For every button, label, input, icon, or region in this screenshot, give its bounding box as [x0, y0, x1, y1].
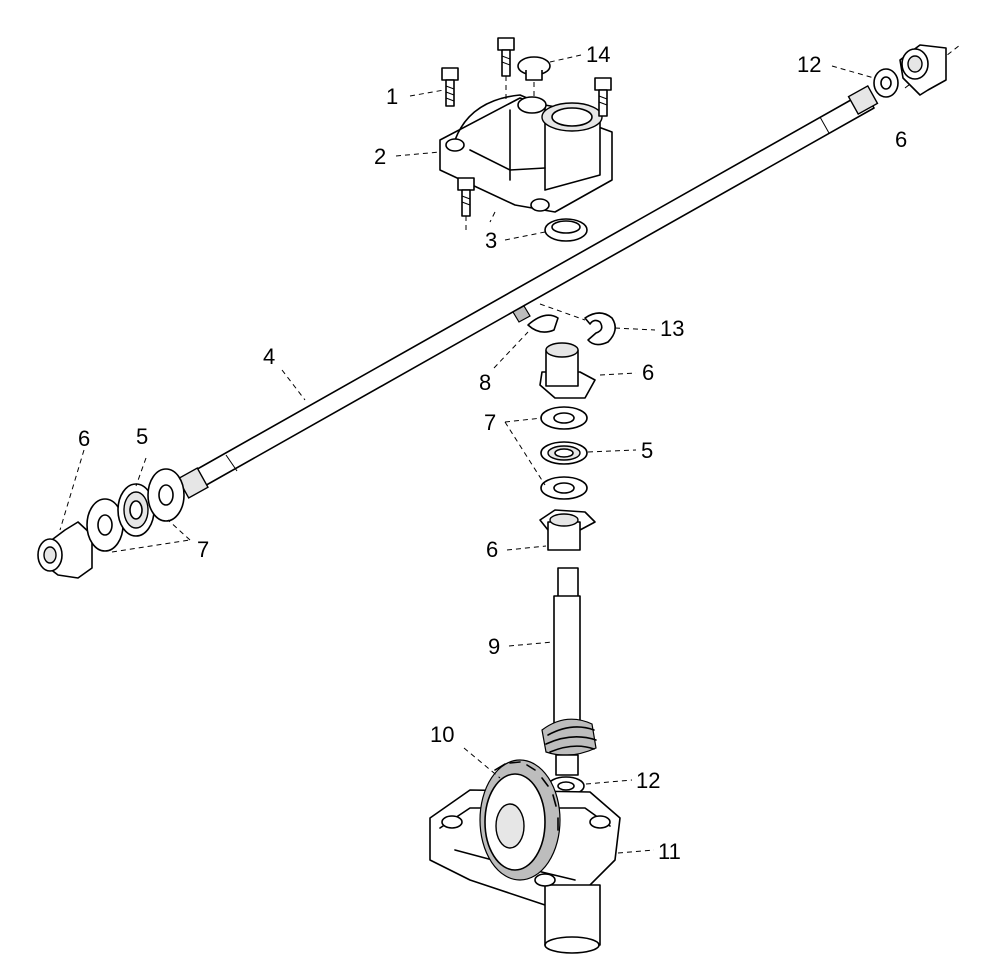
callout-6-left: 6	[78, 426, 90, 451]
washer-12-top	[873, 68, 899, 98]
callout-labels: 1 2 3 4 5 5 6 6 6 6 7 7 8 9 10 11 12 12 …	[78, 42, 907, 864]
callout-10: 10	[430, 722, 454, 747]
washer-7-left-inner	[86, 498, 124, 552]
callout-11: 11	[658, 839, 681, 864]
callout-2: 2	[374, 144, 386, 169]
callout-12-top: 12	[797, 52, 821, 77]
callout-3: 3	[485, 228, 497, 253]
bolt-1	[441, 67, 459, 107]
bolt-1d	[457, 177, 496, 232]
callout-9: 9	[488, 634, 500, 659]
gear-10	[479, 759, 561, 881]
shaft-4	[177, 44, 961, 499]
callout-6-center-lower: 6	[486, 537, 498, 562]
callout-12-bottom: 12	[636, 768, 660, 793]
bolt-1b	[497, 37, 515, 100]
bushing-6-center-upper	[539, 342, 596, 399]
bolt-1c	[594, 77, 612, 117]
callout-1: 1	[386, 84, 398, 109]
callout-13: 13	[660, 316, 684, 341]
callout-8: 8	[479, 370, 491, 395]
clip-13	[539, 303, 616, 346]
callout-5-center: 5	[641, 438, 653, 463]
washer-7-center-bottom	[540, 476, 588, 500]
bushing-6-left	[37, 521, 93, 579]
leader-lines	[59, 54, 875, 854]
callout-6-center-upper: 6	[642, 360, 654, 385]
callout-6-top-right: 6	[895, 127, 907, 152]
bushing-6-center-lower	[539, 509, 596, 551]
washer-7-left-outer	[147, 468, 185, 522]
washer-7-center-top	[540, 406, 588, 430]
washer-12-bottom	[547, 776, 585, 796]
callout-7-left: 7	[197, 537, 209, 562]
key-8	[527, 314, 559, 333]
washer-5-center	[540, 441, 588, 465]
callout-14: 14	[586, 42, 610, 67]
callout-7-center: 7	[484, 410, 496, 435]
bushing-6-top-right	[899, 44, 947, 96]
seal-3	[544, 218, 588, 242]
plug-14	[517, 56, 551, 100]
upper-housing-2	[439, 94, 613, 213]
worm-shaft-9	[541, 567, 597, 776]
callout-4: 4	[263, 344, 275, 369]
callout-5-left: 5	[136, 424, 148, 449]
